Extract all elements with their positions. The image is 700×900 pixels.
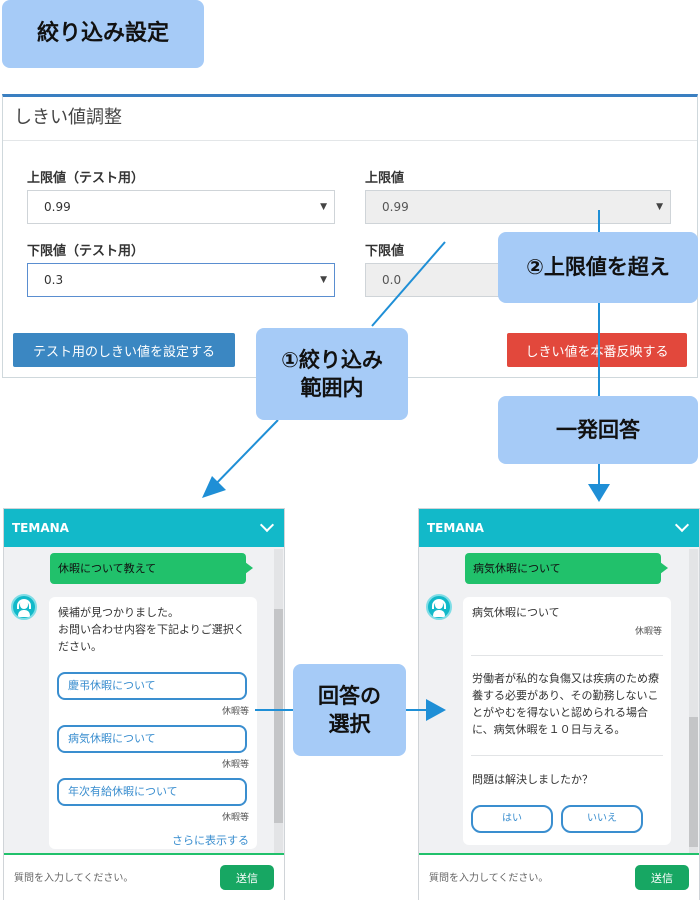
arrowhead	[202, 476, 226, 498]
show-more-link[interactable]: さらに表示する	[172, 834, 249, 847]
upper-test-select[interactable]: 0.99 ▼	[27, 190, 335, 224]
annotation-single-answer: 一発回答	[498, 396, 698, 464]
upper-label: 上限値	[365, 171, 405, 186]
chat-widget-right: TEMANA 病気休暇について 病気休暇について 休暇等 労働者が私的な負傷又は…	[418, 508, 700, 900]
user-message-bubble: 休暇について教えて	[50, 553, 253, 584]
upper-value: 0.99	[382, 200, 409, 214]
annotation-range-within: ①絞り込み 範囲内	[256, 328, 408, 420]
annotation-line: 選択	[328, 712, 371, 736]
answer-title: 病気休暇について	[472, 606, 560, 619]
chevron-down-icon[interactable]	[259, 517, 275, 533]
divider	[471, 655, 663, 656]
choice-category: 休暇等	[222, 760, 250, 770]
no-button[interactable]: いいえ	[561, 805, 643, 833]
chat-widget-left: TEMANA 休暇について教えて 候補が見つかりました。 お問い合わせ内容を下記…	[3, 508, 285, 900]
bot-avatar-icon	[11, 594, 37, 620]
chevron-down-icon[interactable]	[674, 517, 690, 533]
brand-name: TEMANA	[427, 521, 484, 535]
bot-intro-line: 候補が見つかりました。	[58, 606, 179, 619]
chat-header: TEMANA	[4, 509, 284, 547]
set-test-threshold-button[interactable]: テスト用のしきい値を設定する	[13, 333, 235, 367]
annotation-line: 回答の	[318, 683, 381, 708]
scrollbar-thumb[interactable]	[689, 717, 698, 847]
arrow-range-bottom	[207, 419, 279, 493]
upper-test-value: 0.99	[44, 200, 71, 214]
chat-input-bar: 質問を入力してください。 送信	[419, 853, 699, 900]
arrowhead	[588, 484, 610, 502]
divider	[471, 755, 663, 756]
send-button[interactable]: 送信	[220, 865, 274, 890]
caret-down-icon: ▼	[320, 202, 327, 212]
filter-settings-label: 絞り込み設定	[2, 0, 204, 68]
annotation-select-answer: 回答の 選択	[293, 664, 406, 756]
upper-select: 0.99 ▼	[365, 190, 671, 224]
user-message-bubble: 病気休暇について	[465, 553, 668, 584]
lower-value: 0.0	[382, 273, 402, 287]
question-input[interactable]: 質問を入力してください。	[14, 873, 134, 884]
bot-answer-card: 病気休暇について 休暇等 労働者が私的な負傷又は疾病のため療 養する必要があり、…	[463, 597, 671, 845]
caret-down-icon: ▼	[320, 275, 327, 285]
chat-input-bar: 質問を入力してください。 送信	[4, 853, 284, 900]
choice-button[interactable]: 病気休暇について	[57, 725, 247, 753]
apply-threshold-button[interactable]: しきい値を本番反映する	[507, 333, 687, 367]
answer-category: 休暇等	[635, 627, 663, 637]
upper-test-label: 上限値（テスト用）	[27, 171, 145, 186]
brand-name: TEMANA	[12, 521, 69, 535]
lower-test-value: 0.3	[44, 273, 64, 287]
bot-message-card: 候補が見つかりました。 お問い合わせ内容を下記よりご選択く ださい。 慶弔休暇に…	[49, 597, 257, 849]
caret-down-icon: ▼	[656, 202, 663, 212]
choice-button[interactable]: 年次有給休暇について	[57, 778, 247, 806]
send-button[interactable]: 送信	[635, 865, 689, 890]
answer-text-line: に、病気休暇を１０日与える。	[472, 723, 626, 736]
choice-category: 休暇等	[222, 707, 250, 717]
answer-text-line: 養する必要があり、その勤務しないこ	[472, 689, 659, 702]
scrollbar[interactable]	[689, 549, 698, 853]
yes-button[interactable]: はい	[471, 805, 553, 833]
choice-category: 休暇等	[222, 813, 250, 823]
bot-intro-line: ださい。	[58, 640, 102, 653]
scrollbar-thumb[interactable]	[274, 609, 283, 823]
choice-button[interactable]: 慶弔休暇について	[57, 672, 247, 700]
annotation-exceed-upper: ②上限値を超え	[498, 232, 698, 303]
annotation-line: 範囲内	[300, 376, 364, 400]
resolved-question: 問題は解決しましたか？	[472, 773, 593, 786]
chat-header: TEMANA	[419, 509, 699, 547]
lower-label: 下限値	[365, 244, 405, 259]
lower-test-select[interactable]: 0.3 ▼	[27, 263, 335, 297]
bot-avatar-icon	[426, 594, 452, 620]
annotation-line: ①絞り込み	[281, 347, 383, 372]
answer-text-line: 労働者が私的な負傷又は疾病のため療	[472, 672, 659, 685]
answer-text-line: とがやむを得ないと認められる場合	[472, 706, 648, 719]
question-input[interactable]: 質問を入力してください。	[429, 873, 549, 884]
lower-test-label: 下限値（テスト用）	[27, 244, 145, 259]
bot-intro-line: お問い合わせ内容を下記よりご選択く	[58, 623, 245, 636]
panel-title: しきい値調整	[3, 97, 697, 141]
